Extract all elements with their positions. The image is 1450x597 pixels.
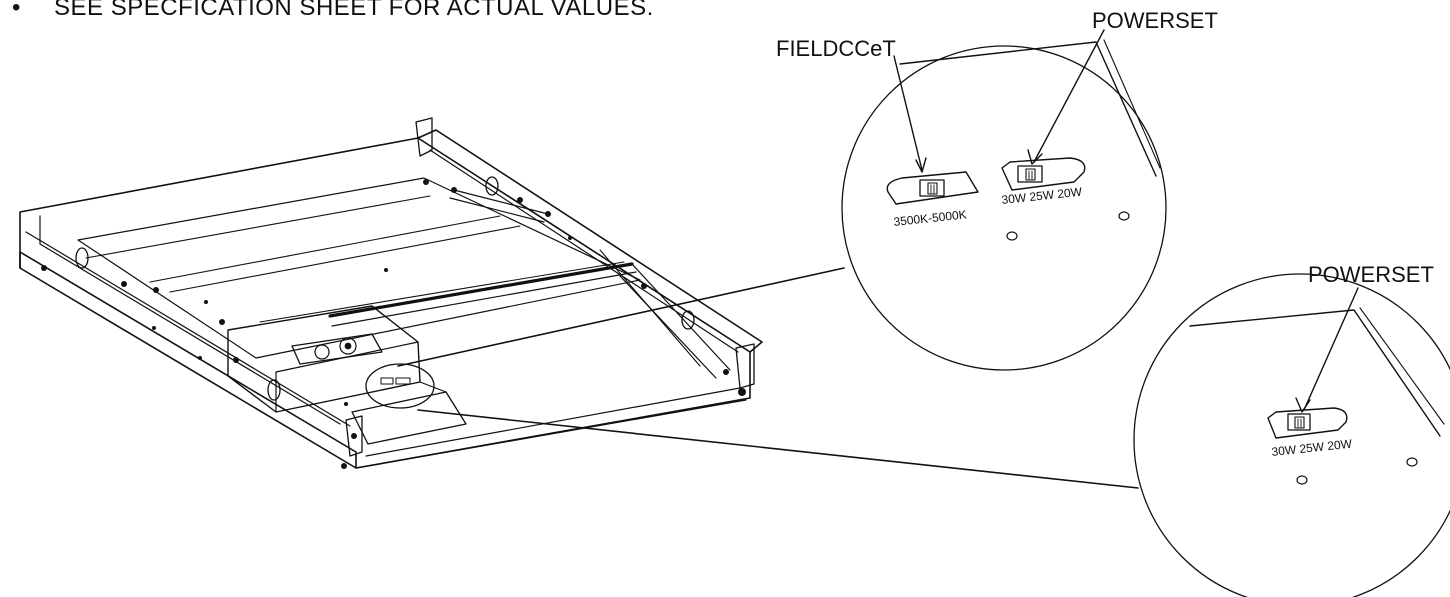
detail-circle-top: 3500K-5000K 30W 25W 20W xyxy=(841,29,1167,371)
powerset-callout-label-top: POWERSET xyxy=(1092,8,1218,33)
screw-holes xyxy=(41,179,746,469)
watt-options-label-top: 30W 25W 20W xyxy=(1001,185,1083,207)
fieldcct-callout-label: FIELDCCeT xyxy=(776,36,896,61)
watt-options-label-bottom: 30W 25W 20W xyxy=(1271,437,1353,459)
cct-range-label: 3500K-5000K xyxy=(893,207,967,229)
cct-switch xyxy=(886,171,979,205)
detail-leader-top xyxy=(397,267,845,367)
detail-leader-bottom xyxy=(417,409,1139,489)
specification-note: • SEE SPECFICATION SHEET FOR ACTUAL VALUE… xyxy=(12,0,654,22)
powerset-callout-label-bottom: POWERSET xyxy=(1308,262,1434,287)
powerset-switch-bottom xyxy=(1267,407,1348,439)
powerset-switch-top xyxy=(1001,157,1086,191)
troffer-fixture xyxy=(19,117,763,469)
detail-circle-bottom: 30W 25W 20W xyxy=(1133,273,1450,597)
note-bullet: • xyxy=(12,0,21,21)
note-text: SEE SPECFICATION SHEET FOR ACTUAL VALUES… xyxy=(54,0,654,21)
